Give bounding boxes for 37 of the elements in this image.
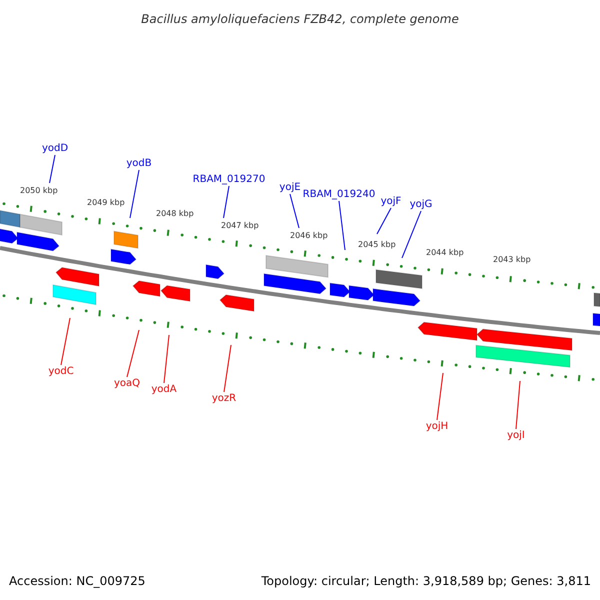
footer-text: Accession: NC_009725 bbox=[9, 574, 146, 588]
leader-line bbox=[402, 210, 422, 258]
leader-line bbox=[126, 330, 140, 378]
position-label: 2048 kbp bbox=[156, 209, 194, 219]
position-label: 2050 kbp bbox=[20, 186, 58, 196]
leader-line bbox=[338, 200, 346, 250]
gene-label: yozR bbox=[212, 392, 236, 405]
gene-label: yojF bbox=[380, 195, 402, 208]
gene-label: yodA bbox=[151, 383, 177, 396]
position-label: 2049 kbp bbox=[87, 198, 125, 208]
leader-line bbox=[223, 186, 230, 218]
gene-label: yoaQ bbox=[114, 377, 140, 390]
gene-label: yojH bbox=[426, 420, 448, 433]
position-label: 2046 kbp bbox=[290, 231, 328, 241]
leader-line bbox=[516, 380, 520, 430]
footer-text: Topology: circular; Length: 3,918,589 bp; Genes: 3,811 bbox=[261, 574, 591, 588]
gene-label: RBAM_019240 bbox=[302, 188, 376, 201]
position-label: 2047 kbp bbox=[221, 221, 259, 231]
position-label: 2043 kbp bbox=[493, 255, 531, 265]
leader-line bbox=[130, 170, 140, 218]
leader-line bbox=[224, 344, 232, 392]
leader-line bbox=[290, 194, 300, 228]
title: Bacillus amyloliquefaciens FZB42, complete genome bbox=[140, 11, 460, 28]
position-label: 2044 kbp bbox=[426, 248, 464, 258]
gene-label: yojE bbox=[279, 181, 301, 194]
leader-line bbox=[49, 154, 56, 184]
leader-line bbox=[436, 372, 444, 420]
leader-line bbox=[376, 208, 392, 234]
gene-label: yojG bbox=[410, 198, 432, 211]
gene-label: yodC bbox=[48, 365, 74, 378]
gene-label: RBAM_019270 bbox=[192, 173, 266, 186]
position-label: 2045 kbp bbox=[358, 240, 396, 250]
gene-label: yojI bbox=[507, 429, 525, 442]
gene-label: yodD bbox=[42, 142, 68, 155]
leader-line bbox=[60, 318, 70, 366]
gene-label: yodB bbox=[126, 157, 152, 170]
leader-line bbox=[164, 334, 170, 384]
